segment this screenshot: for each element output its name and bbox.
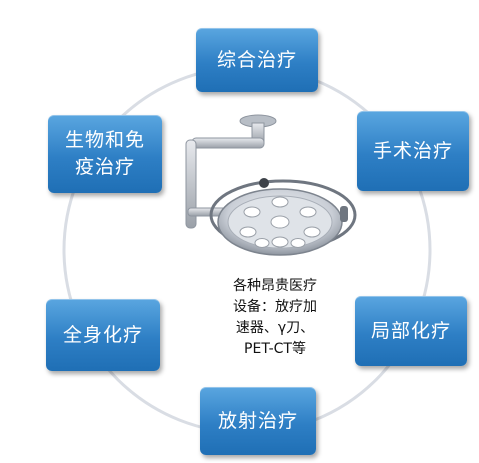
node-systemic-chemotherapy: 全身化疗 [46, 299, 160, 371]
node-comprehensive-treatment: 综合治疗 [196, 28, 318, 92]
node-local-chemotherapy: 局部化疗 [355, 296, 467, 366]
surgical-lamp-icon [185, 114, 357, 256]
node-radiation-therapy: 放射治疗 [200, 387, 316, 455]
node-biological-immunotherapy: 生物和免 疫治疗 [48, 115, 162, 193]
node-surgical-treatment: 手术治疗 [357, 111, 469, 191]
center-caption: 各种昂贵医疗 设备：放疗加 速器、γ刀、 PET-CT等 [233, 278, 317, 357]
